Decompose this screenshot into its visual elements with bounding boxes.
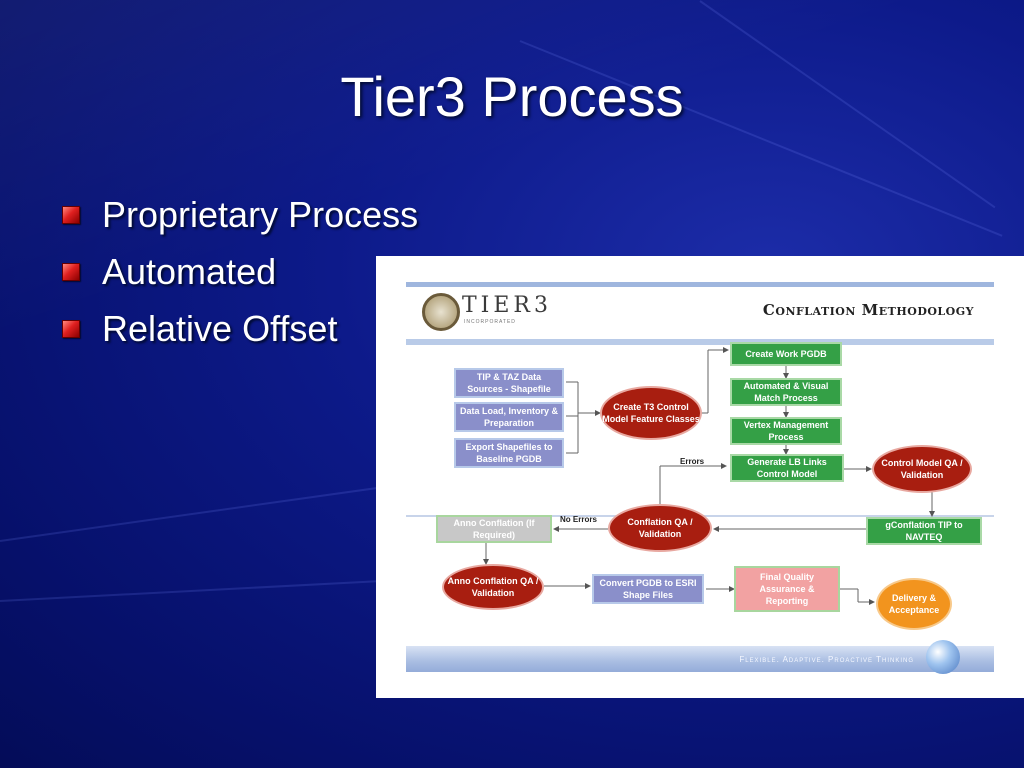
diagram-header: TIER3 INCORPORATED Conflation Methodolog… xyxy=(406,282,994,345)
tip-taz-sources-node: TIP & TAZ Data Sources - Shapefile xyxy=(454,368,564,398)
control-model-qa-node: Control Model QA / Validation xyxy=(872,445,972,493)
logo-subtext: INCORPORATED xyxy=(464,319,516,325)
bullet-square-icon xyxy=(62,205,80,224)
bullet-item: Relative Offset xyxy=(62,300,418,357)
bullet-list: Proprietary Process Automated Relative O… xyxy=(62,186,418,357)
anno-conflation-qa-node: Anno Conflation QA / Validation xyxy=(442,564,544,610)
final-qa-node: Final Quality Assurance & Reporting xyxy=(734,566,840,612)
conflation-diagram-image: TIER3 INCORPORATED Conflation Methodolog… xyxy=(376,256,1024,698)
bullet-text: Proprietary Process xyxy=(102,193,419,235)
automated-match-node: Automated & Visual Match Process xyxy=(730,378,842,406)
export-shapefiles-node: Export Shapefiles to Baseline PGDB xyxy=(454,438,564,468)
slide-title: Tier3 Process xyxy=(340,65,684,128)
bullet-square-icon xyxy=(62,262,80,281)
bullet-text: Relative Offset xyxy=(102,307,338,349)
errors-label: Errors xyxy=(680,457,705,466)
diagram-footer: Flexible. Adaptive. Proactive Thinking xyxy=(406,640,994,674)
diagram-title: Conflation Methodology xyxy=(762,301,974,319)
create-t3-node: Create T3 Control Model Feature Classes xyxy=(600,386,702,440)
conflation-qa-node: Conflation QA / Validation xyxy=(608,504,712,552)
anno-conflation-node: Anno Conflation (If Required) xyxy=(436,515,552,543)
no-errors-label: No Errors xyxy=(560,515,597,524)
globe-logo-icon xyxy=(422,293,460,331)
logo-text: TIER3 xyxy=(462,293,552,318)
generate-lb-links-node: Generate LB Links Control Model xyxy=(730,454,844,482)
footer-tagline: Flexible. Adaptive. Proactive Thinking xyxy=(739,655,914,664)
data-load-node: Data Load, Inventory & Preparation xyxy=(454,402,564,432)
bullet-item: Automated xyxy=(62,243,418,300)
bullet-item: Proprietary Process xyxy=(62,186,418,243)
convert-pgdb-node: Convert PGDB to ESRI Shape Files xyxy=(592,574,704,604)
gconflation-node: gConflation TIP to NAVTEQ xyxy=(866,517,982,545)
bullet-square-icon xyxy=(62,319,80,338)
globe-icon xyxy=(926,640,960,674)
bullet-text: Automated xyxy=(102,250,277,292)
vertex-management-node: Vertex Management Process xyxy=(730,417,842,445)
create-work-pgdb-node: Create Work PGDB xyxy=(730,342,842,366)
delivery-node: Delivery & Acceptance xyxy=(876,578,952,630)
